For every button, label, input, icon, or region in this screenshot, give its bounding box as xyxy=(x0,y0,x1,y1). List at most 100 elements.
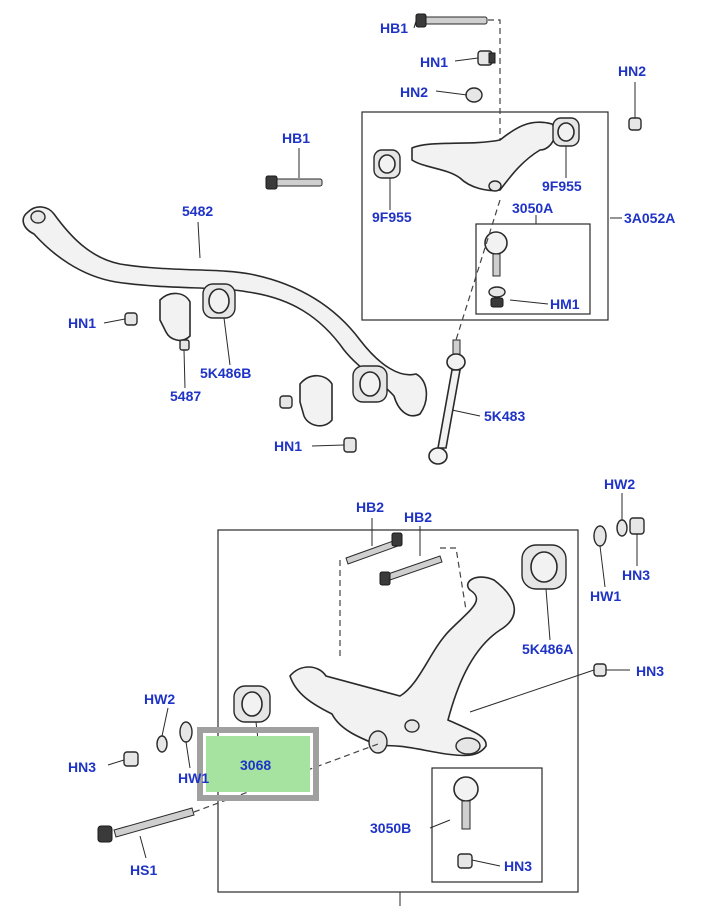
label-hb2-a[interactable]: HB2 xyxy=(356,499,384,515)
label-5k483[interactable]: 5K483 xyxy=(484,408,525,424)
bushing-second xyxy=(352,365,388,403)
label-hw1-left[interactable]: HW1 xyxy=(178,770,209,786)
label-hb1-top[interactable]: HB1 xyxy=(380,20,408,36)
leader-hw2-left xyxy=(161,707,169,737)
lower-control-arm xyxy=(289,576,516,757)
bolt-hb2-b xyxy=(379,555,443,586)
leader-5k483 xyxy=(451,409,481,417)
nut-hn1-top xyxy=(477,50,496,66)
bolt-hb1-left xyxy=(265,175,323,190)
leader-hn2-top-left xyxy=(435,90,468,96)
anti-roll-bar-5482 xyxy=(22,206,428,417)
label-hn3-mid[interactable]: HN3 xyxy=(636,663,664,679)
lower-arm-bolt-eye xyxy=(368,730,388,754)
label-hw2-left[interactable]: HW2 xyxy=(144,691,175,707)
leader-5487 xyxy=(183,349,186,389)
label-hm1[interactable]: HM1 xyxy=(550,296,580,312)
washer-hw2-left xyxy=(156,735,168,753)
label-5k486b[interactable]: 5K486B xyxy=(200,365,251,381)
washer-hw1-left xyxy=(179,721,193,743)
lower-arm-bounding-box xyxy=(217,529,579,893)
leader-hw1-left xyxy=(185,741,191,769)
bushing-5k486a xyxy=(521,544,567,590)
leader-hb1-top xyxy=(413,20,417,29)
nut-bracket-side xyxy=(279,395,293,409)
balljoint-3050a xyxy=(484,231,508,308)
leader-5k486b xyxy=(223,317,231,366)
lower-arm-balljoint-seat xyxy=(455,737,481,755)
leader-hs1 xyxy=(139,835,147,859)
bushing-front-lower xyxy=(233,685,271,723)
label-5487[interactable]: 5487 xyxy=(170,388,201,404)
callout-labels: HB1 HN1 HN2 HN2 HB1 9F955 9F955 3050A 3A… xyxy=(68,20,675,878)
balljoint-3050b xyxy=(453,776,479,869)
upper-control-arm xyxy=(411,121,556,192)
nut-hn3-right xyxy=(629,517,645,535)
label-hs1[interactable]: HS1 xyxy=(130,862,157,878)
leader-hn1-mid xyxy=(311,444,345,447)
label-3050a[interactable]: 3050A xyxy=(512,200,553,216)
label-3050b[interactable]: 3050B xyxy=(370,820,411,836)
nut-hn2-right xyxy=(628,117,642,131)
label-5482[interactable]: 5482 xyxy=(182,203,213,219)
leader-hm1 xyxy=(509,299,549,305)
nut-hn3-left xyxy=(123,751,139,767)
nut-hn3-mid xyxy=(593,663,607,677)
highlight-border xyxy=(197,727,319,801)
nut-hn1-left xyxy=(124,312,138,326)
leader-hn3-left xyxy=(107,759,125,766)
anti-roll-bar-assembly xyxy=(22,199,501,465)
label-3a052a[interactable]: 3A052A xyxy=(624,210,675,226)
leader-hn1-left xyxy=(103,318,126,324)
leader-3050b xyxy=(429,819,451,829)
bolt-hb2-a xyxy=(345,532,403,565)
upper-arm-assembly xyxy=(265,13,642,321)
nut-5487-stud xyxy=(179,339,190,351)
label-hw2-right[interactable]: HW2 xyxy=(604,476,635,492)
label-3068[interactable]: 3068 xyxy=(240,757,271,773)
label-hn2-top-right[interactable]: HN2 xyxy=(618,63,646,79)
bolt-hb1-top xyxy=(415,13,488,28)
lower-arm-boss xyxy=(404,719,420,733)
label-9f955-left[interactable]: 9F955 xyxy=(372,209,412,225)
upper-arm-boss xyxy=(488,180,502,192)
label-hn1-mid[interactable]: HN1 xyxy=(274,438,302,454)
dashed-guide-hb2-b xyxy=(440,547,467,611)
lower-arm-assembly xyxy=(97,493,645,906)
label-hn3-bottom[interactable]: HN3 xyxy=(504,858,532,874)
washer-hw1-right xyxy=(593,525,607,547)
label-hn2-top-left[interactable]: HN2 xyxy=(400,84,428,100)
label-hn3-left[interactable]: HN3 xyxy=(68,759,96,775)
dashed-guide-upper xyxy=(488,19,501,140)
label-hn1-top[interactable]: HN1 xyxy=(420,54,448,70)
leader-arm-to-hn3 xyxy=(469,669,595,713)
nut-hn2-top-left xyxy=(465,87,483,103)
drop-link-5k483 xyxy=(428,339,466,465)
balljoint-3050a-box xyxy=(475,223,591,315)
leader-hn3-bottom xyxy=(471,859,501,867)
label-hn1-left[interactable]: HN1 xyxy=(68,315,96,331)
label-hw1-right[interactable]: HW1 xyxy=(590,588,621,604)
upper-arm-bounding-box xyxy=(361,111,609,321)
label-9f955-right[interactable]: 9F955 xyxy=(542,178,582,194)
label-5k486a[interactable]: 5K486A xyxy=(522,641,573,657)
highlight-fill xyxy=(206,736,310,792)
balljoint-3050b-box xyxy=(431,767,543,883)
leader-5k486a xyxy=(545,588,551,641)
leader-5482 xyxy=(197,221,201,259)
bushing-9f955-left xyxy=(373,149,401,179)
highlight-3068[interactable] xyxy=(197,727,319,801)
label-hb1-left[interactable]: HB1 xyxy=(282,130,310,146)
label-hb2-b[interactable]: HB2 xyxy=(404,509,432,525)
bracket-5487 xyxy=(159,292,191,342)
dashed-guide-link xyxy=(455,199,501,341)
label-hn3-right[interactable]: HN3 xyxy=(622,567,650,583)
bar-end-eye xyxy=(30,210,46,224)
leader-hn1-top xyxy=(454,57,479,62)
leader-hw1-right xyxy=(599,545,606,588)
nut-hn1-mid xyxy=(343,437,357,453)
bracket-second xyxy=(299,374,333,427)
bolt-hs1 xyxy=(97,807,195,843)
bushing-5k486b xyxy=(202,283,236,319)
